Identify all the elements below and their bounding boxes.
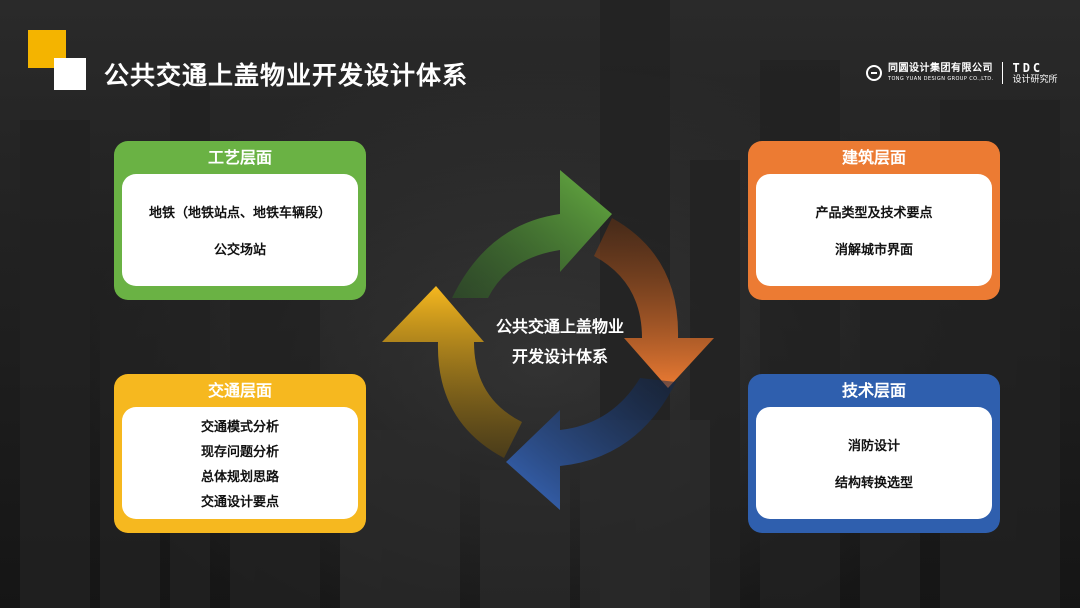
card-craft: 工艺层面 地铁（地铁站点、地铁车辆段） 公交场站 [114, 141, 366, 300]
blue-arrow [506, 378, 676, 510]
company-name-cn: 同圆设计集团有限公司 [888, 63, 993, 74]
page-title: 公共交通上盖物业开发设计体系 [104, 61, 469, 90]
card-technology-title: 技术层面 [841, 381, 906, 400]
card-architecture-item: 产品类型及技术要点 [815, 206, 933, 221]
card-traffic-body: 交通模式分析 现存问题分析 总体规划思路 交通设计要点 [122, 407, 358, 519]
card-traffic-item: 总体规划思路 [200, 470, 279, 485]
card-architecture-title: 建筑层面 [841, 148, 906, 167]
cycle-arrows [382, 170, 714, 510]
card-craft-item: 公交场站 [213, 243, 266, 258]
card-traffic-title: 交通层面 [207, 381, 272, 400]
card-craft-body: 地铁（地铁站点、地铁车辆段） 公交场站 [122, 174, 358, 286]
card-traffic-item: 现存问题分析 [200, 445, 279, 460]
company-logo: 同圆设计集团有限公司 TONG YUAN DESIGN GROUP CO.,LT… [866, 60, 1057, 86]
center-label-line1: 公共交通上盖物业 [495, 317, 624, 336]
card-technology-item: 结构转换选型 [834, 476, 913, 491]
company-emblem-icon [866, 65, 882, 81]
center-label: 公共交通上盖物业 开发设计体系 [470, 312, 650, 372]
accent-square-white [54, 58, 86, 90]
card-architecture: 建筑层面 产品类型及技术要点 消解城市界面 [748, 141, 1000, 300]
card-traffic-item: 交通设计要点 [200, 495, 279, 510]
card-craft-title: 工艺层面 [207, 148, 272, 167]
card-craft-item: 地铁（地铁站点、地铁车辆段） [148, 206, 331, 221]
logo-divider [1002, 62, 1004, 84]
card-architecture-body: 产品类型及技术要点 消解城市界面 [756, 174, 992, 286]
company-name-en: TONG YUAN DESIGN GROUP CO.,LTD. [888, 76, 994, 82]
company-name: 同圆设计集团有限公司 TONG YUAN DESIGN GROUP CO.,LT… [888, 64, 993, 82]
card-traffic-item: 交通模式分析 [200, 420, 279, 435]
card-technology-body: 消防设计 结构转换选型 [756, 407, 992, 519]
lab-logo: TDC 设计研究所 [1012, 62, 1057, 85]
card-traffic: 交通层面 交通模式分析 现存问题分析 总体规划思路 交通设计要点 [114, 374, 366, 533]
yellow-arrow [382, 286, 522, 458]
card-technology: 技术层面 消防设计 结构转换选型 [748, 374, 1000, 533]
green-arrow [452, 170, 612, 298]
orange-arrow [594, 218, 714, 388]
lab-name: 设计研究所 [1012, 74, 1058, 85]
card-architecture-item: 消解城市界面 [834, 243, 913, 258]
center-label-line2: 开发设计体系 [511, 347, 608, 366]
card-technology-item: 消防设计 [847, 439, 900, 454]
lab-mark: TDC [1012, 60, 1044, 75]
